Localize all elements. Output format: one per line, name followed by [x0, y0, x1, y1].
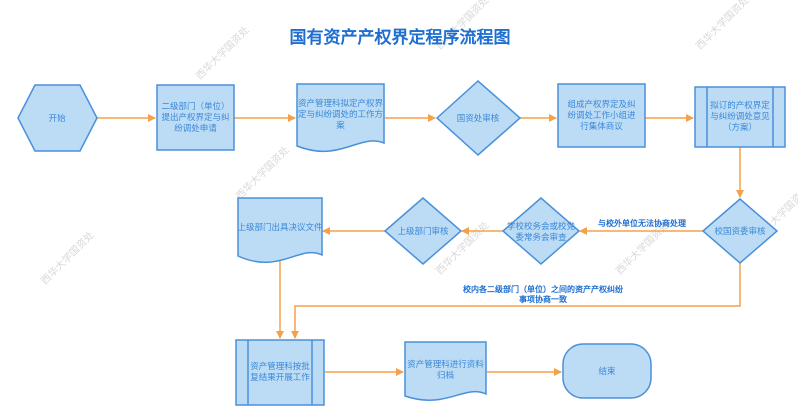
edge-label-internal-line1: 校内各二级部门（单位）之间的资产产权纠纷: [463, 284, 623, 294]
document-shape: [237, 197, 323, 264]
node-school-council[interactable]: 学校校务会或校党 委常务会审查: [501, 197, 581, 265]
node-label: 提出产权界定与纠: [161, 112, 229, 123]
watermark: 西华大学国资处: [193, 23, 252, 82]
node-label: 资产管理科拟定产权界: [298, 98, 384, 109]
node-apply[interactable]: 二级部门（单位） 提出产权界定与纠 纷调处申请: [156, 84, 235, 151]
edges: [97, 114, 744, 376]
node-superior-doc[interactable]: 上级部门出具决议文件: [237, 197, 323, 264]
node-label: 归档: [437, 370, 454, 381]
node-label: 组成产权界定及纠: [567, 99, 635, 110]
node-label: 国资处审核: [457, 113, 500, 124]
node-label: 资产管理科进行资料: [407, 359, 484, 370]
node-label: 定与纠纷调处的工作方: [298, 109, 383, 120]
node-label: 结束: [598, 366, 616, 377]
node-label: 上级部门出具决议文件: [237, 222, 323, 233]
node-label: 委常务会审查: [515, 232, 567, 243]
edge-committee-to-execute: [291, 263, 741, 339]
decision-shape: [435, 79, 522, 157]
node-label: 与纠纷调处意见: [710, 111, 770, 122]
chart-title: 国有资产产权界定程序流程图: [290, 27, 511, 48]
process-shape: [557, 83, 646, 148]
node-school-committee[interactable]: 校国资委审核: [701, 198, 779, 264]
predefined-process-shape: [694, 86, 786, 148]
node-group-discuss[interactable]: 组成产权界定及纠 纷调处工作小组进 行集体商议: [557, 83, 646, 148]
terminator-shape: [562, 343, 652, 399]
node-archive[interactable]: 资产管理科进行资料 归档: [404, 341, 487, 401]
watermark: 西华大学国资处: [693, 0, 752, 52]
node-label: 复结果开展工作: [250, 372, 310, 383]
edge-label-external: 与校外单位无法协商处理: [598, 218, 686, 228]
edge-label-internal-line2: 事项协商一致: [519, 294, 568, 304]
process-shape: [156, 84, 235, 151]
node-execute[interactable]: 资产管理科按批 复结果开展工作: [235, 339, 325, 406]
node-label: 行集体商议: [580, 121, 623, 132]
node-draft-opinion[interactable]: 拟订的产权界定 与纠纷调处意见 （方案）: [694, 86, 786, 148]
node-label: 拟订的产权界定: [710, 100, 770, 111]
node-superior-review[interactable]: 上级部门审核: [383, 197, 463, 265]
node-label: 校国资委审核: [714, 226, 766, 237]
node-label: 资产管理科按批: [250, 361, 310, 372]
decision-shape: [701, 198, 779, 264]
node-plan[interactable]: 资产管理科拟定产权界 定与纠纷调处的工作方 案: [296, 83, 385, 152]
document-shape: [296, 83, 385, 152]
watermark: 西华大学国资处: [233, 143, 292, 202]
node-end[interactable]: 结束: [562, 343, 652, 399]
node-label: 纷调处申请: [174, 123, 217, 134]
node-label: 二级部门（单位）: [161, 101, 229, 112]
node-label: 开始: [48, 113, 66, 124]
node-label: 纷调处工作小组进: [567, 110, 636, 121]
node-label: 案: [336, 120, 345, 131]
decision-shape: [501, 197, 581, 265]
predefined-process-shape: [235, 339, 325, 406]
node-label: （方案）: [723, 122, 757, 133]
node-label: 学校校务会或校党: [507, 221, 576, 232]
document-shape: [404, 341, 487, 401]
hexagon-shape: [17, 84, 98, 152]
node-label: 上级部门审核: [397, 226, 449, 237]
decision-shape: [383, 197, 463, 265]
node-start[interactable]: 开始: [17, 84, 98, 152]
watermark: 西华大学国资处: [38, 228, 97, 287]
node-state-review[interactable]: 国资处审核: [435, 79, 522, 157]
